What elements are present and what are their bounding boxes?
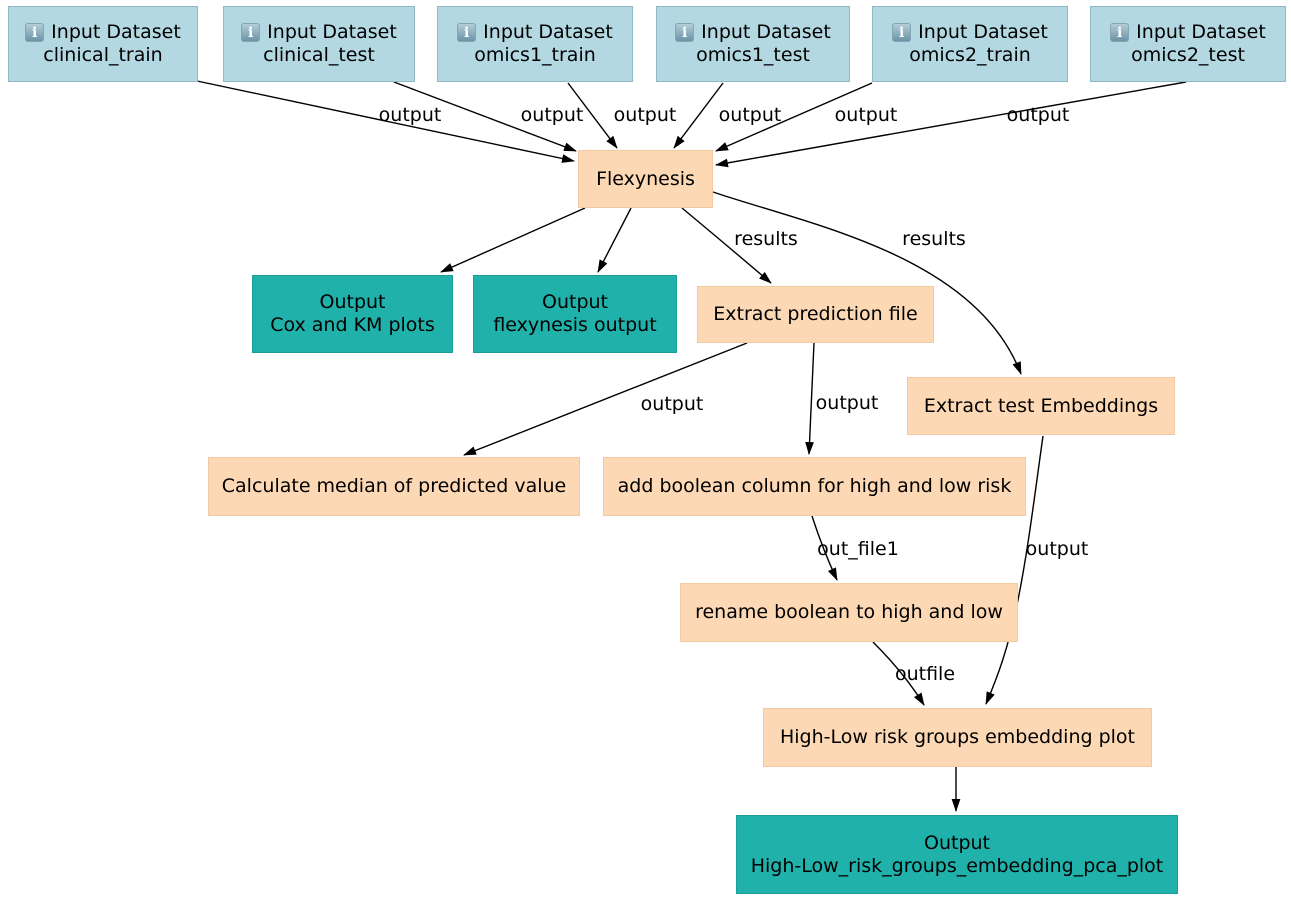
edge-omics2-test-to-flexynesis bbox=[715, 81, 1187, 168]
input-name: clinical_train bbox=[43, 44, 163, 66]
node-output-pca-plot[interactable]: Output High-Low_risk_groups_embedding_pc… bbox=[736, 815, 1178, 894]
input-name: omics1_test bbox=[696, 44, 810, 66]
node-tool-calculate-median[interactable]: Calculate median of predicted value bbox=[208, 457, 580, 516]
output-title: Output bbox=[924, 831, 990, 854]
info-icon: i bbox=[892, 23, 912, 42]
edge-flexynesis-to-flexynesis-output bbox=[597, 207, 632, 273]
input-title: Input Dataset bbox=[918, 21, 1048, 43]
edge-clinical-test-to-flexynesis bbox=[393, 81, 577, 152]
edge-add-boolean-to-rename bbox=[811, 515, 838, 581]
output-title: Output bbox=[542, 291, 608, 313]
input-title-row: i Input Dataset bbox=[892, 21, 1048, 44]
edge-label-out-file1: out_file1 bbox=[817, 538, 899, 560]
input-title-row: i Input Dataset bbox=[1110, 21, 1266, 44]
output-name: Cox and KM plots bbox=[270, 314, 435, 336]
node-tool-extract-prediction-file[interactable]: Extract prediction file bbox=[697, 286, 934, 343]
info-icon: i bbox=[25, 23, 45, 42]
edge-omics1-test-to-flexynesis bbox=[673, 82, 724, 149]
tool-label: High-Low risk groups embedding plot bbox=[779, 726, 1136, 748]
edge-label-outfile: outfile bbox=[894, 663, 956, 685]
input-title-row: i Input Dataset bbox=[241, 21, 397, 44]
edge-extract-embeddings-to-embedding-plot bbox=[985, 435, 1044, 705]
output-name: flexynesis output bbox=[493, 314, 657, 336]
tool-label: Extract test Embeddings bbox=[923, 394, 1159, 417]
input-title: Input Dataset bbox=[267, 21, 397, 43]
node-tool-extract-test-embeddings[interactable]: Extract test Embeddings bbox=[907, 377, 1175, 435]
tool-label: Extract prediction file bbox=[713, 303, 918, 325]
node-output-cox-km-plots[interactable]: Output Cox and KM plots bbox=[252, 275, 453, 353]
edge-flexynesis-to-extract-prediction bbox=[681, 207, 772, 284]
edge-label-output-omics2-test: output bbox=[1006, 104, 1070, 126]
edge-label-output-omics1-test: output bbox=[718, 104, 782, 126]
node-input-omics1-train[interactable]: i Input Dataset omics1_train bbox=[437, 6, 633, 82]
output-name: High-Low_risk_groups_embedding_pca_plot bbox=[750, 854, 1164, 877]
tool-label: Flexynesis bbox=[596, 167, 695, 190]
info-icon: i bbox=[241, 23, 261, 42]
node-tool-embedding-plot[interactable]: High-Low risk groups embedding plot bbox=[763, 708, 1152, 767]
edge-clinical-train-to-flexynesis bbox=[196, 80, 575, 163]
node-input-clinical-test[interactable]: i Input Dataset clinical_test bbox=[223, 6, 415, 82]
input-title-row: i Input Dataset bbox=[675, 21, 831, 44]
edge-extract-prediction-to-add-boolean bbox=[805, 342, 815, 455]
info-icon: i bbox=[457, 23, 477, 42]
edge-label-results-embeddings: results bbox=[902, 228, 966, 250]
node-input-omics2-test[interactable]: i Input Dataset omics2_test bbox=[1090, 6, 1286, 82]
info-icon: i bbox=[1110, 23, 1130, 42]
edge-label-results-prediction: results bbox=[734, 228, 798, 250]
edge-flexynesis-to-cox-km bbox=[440, 207, 586, 273]
node-tool-add-boolean-column[interactable]: add boolean column for high and low risk bbox=[603, 457, 1026, 516]
info-icon: i bbox=[675, 23, 695, 42]
node-input-omics1-test[interactable]: i Input Dataset omics1_test bbox=[656, 6, 850, 82]
edge-label-output-embeddings: output bbox=[1025, 538, 1089, 560]
tool-label: rename boolean to high and low bbox=[695, 601, 1003, 623]
node-tool-rename-boolean[interactable]: rename boolean to high and low bbox=[680, 583, 1018, 642]
input-name: omics2_test bbox=[1131, 44, 1245, 66]
edge-label-output-median: output bbox=[640, 393, 704, 415]
edge-flexynesis-to-extract-embeddings bbox=[712, 191, 1022, 375]
tool-label: add boolean column for high and low risk bbox=[617, 475, 1012, 497]
tool-label: Calculate median of predicted value bbox=[221, 475, 567, 497]
edge-label-output-omics2-train: output bbox=[834, 104, 898, 126]
edge-omics1-train-to-flexynesis bbox=[567, 82, 618, 149]
edge-label-output-boolean: output bbox=[815, 392, 879, 414]
edge-extract-prediction-to-calculate-median bbox=[463, 342, 748, 456]
node-input-omics2-train[interactable]: i Input Dataset omics2_train bbox=[872, 6, 1068, 82]
edge-rename-to-embedding-plot bbox=[872, 641, 925, 706]
node-tool-flexynesis[interactable]: Flexynesis bbox=[578, 150, 713, 208]
input-title: Input Dataset bbox=[1136, 21, 1266, 43]
input-name: clinical_test bbox=[263, 44, 375, 66]
input-name: omics1_train bbox=[474, 44, 596, 66]
input-name: omics2_train bbox=[909, 44, 1031, 66]
node-output-flexynesis-output[interactable]: Output flexynesis output bbox=[473, 275, 677, 353]
input-title: Input Dataset bbox=[51, 21, 181, 43]
edge-label-output-clinical-train: output bbox=[378, 104, 442, 126]
input-title: Input Dataset bbox=[701, 21, 831, 43]
input-title-row: i Input Dataset bbox=[25, 21, 181, 44]
edge-omics2-train-to-flexynesis bbox=[715, 82, 873, 152]
edge-label-output-clinical-test: output bbox=[520, 104, 584, 126]
input-title-row: i Input Dataset bbox=[457, 21, 613, 44]
output-title: Output bbox=[319, 291, 386, 313]
input-title: Input Dataset bbox=[483, 21, 613, 43]
node-input-clinical-train[interactable]: i Input Dataset clinical_train bbox=[8, 6, 198, 82]
edge-label-output-omics1-train: output bbox=[613, 104, 677, 126]
